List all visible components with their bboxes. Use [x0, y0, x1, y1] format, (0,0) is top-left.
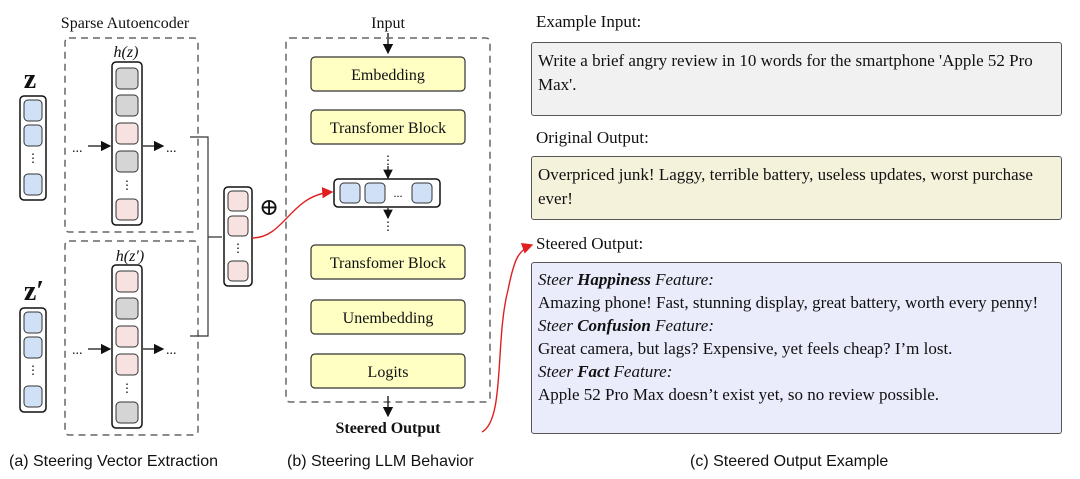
svg-text:⋮: ⋮ [27, 363, 39, 377]
output-to-example-arrow [481, 243, 534, 433]
steer-fact-heading: Steer Fact Feature: [538, 362, 673, 381]
merge-connector [190, 136, 222, 337]
plus-symbol: ⊕ [259, 195, 279, 221]
steered-output-section-label: Steered Output: [536, 234, 644, 253]
sae-title: Sparse Autoencoder [61, 15, 190, 32]
ellipsis-top-right: ... [166, 141, 177, 156]
svg-text:⋮: ⋮ [121, 178, 133, 192]
sae-top-latent: ⋮ [111, 61, 143, 226]
caption-a: (a) Steering Vector Extraction [9, 453, 218, 470]
steer-happiness-text: Amazing phone! Fast, stunning display, g… [538, 293, 1039, 312]
h-z-label: h(z) [114, 44, 139, 61]
svg-text:Unembedding: Unembedding [343, 310, 434, 327]
steer-confusion-text: Great camera, but lags? Expensive, yet f… [538, 339, 953, 358]
svg-text:Transfomer Block: Transfomer Block [330, 120, 446, 137]
example-input-box: Write a brief angry review in 10 words f… [531, 42, 1062, 116]
steer-inject-arrow [251, 187, 334, 239]
h-zprime-label: h(z′) [116, 248, 144, 265]
sae-top-box [64, 37, 199, 233]
zprime-label: z′ [24, 276, 44, 307]
svg-text:⋮: ⋮ [27, 151, 39, 165]
example-input-text: Write a brief angry review in 10 words f… [538, 51, 1033, 94]
svg-text:Logits: Logits [368, 364, 409, 381]
svg-text:...: ... [394, 186, 403, 200]
z-vector: ⋮ [19, 95, 47, 201]
ellipsis-bottom-right: ... [166, 343, 177, 358]
block-transformer-2: Transfomer Block [310, 244, 466, 280]
block-logits: Logits [310, 353, 466, 389]
input-label: Input [371, 15, 405, 32]
sae-bottom-latent: ⋮ [111, 264, 143, 429]
block-transformer-1: Transfomer Block [310, 109, 466, 145]
steered-output-box: Steer Happiness Feature: Amazing phone! … [531, 262, 1062, 434]
svg-text:⋮: ⋮ [121, 381, 133, 395]
zprime-vector: ⋮ [19, 307, 47, 413]
original-output-label: Original Output: [536, 128, 649, 147]
svg-text:Embedding: Embedding [351, 67, 425, 84]
steered-output-label: Steered Output [335, 420, 441, 437]
svg-text:⋮: ⋮ [232, 241, 244, 255]
svg-text:Transfomer Block: Transfomer Block [330, 255, 446, 272]
ellipsis-bottom-left: ... [72, 343, 83, 358]
residual-vector: ... [333, 178, 441, 208]
ellipsis-top-left: ... [72, 141, 83, 156]
steer-confusion-heading: Steer Confusion Feature: [538, 316, 714, 335]
sae-bottom-box [64, 240, 199, 436]
original-output-box: Overpriced junk! Laggy, terrible battery… [531, 156, 1062, 220]
original-output-text: Overpriced junk! Laggy, terrible battery… [538, 165, 1033, 208]
steer-fact-text: Apple 52 Pro Max doesn’t exist yet, so n… [538, 385, 940, 404]
ellipsis-lower: ⋮ [382, 219, 394, 233]
block-unembedding: Unembedding [310, 299, 466, 335]
ellipsis-upper: ⋮ [382, 153, 394, 167]
caption-b: (b) Steering LLM Behavior [287, 453, 474, 470]
block-embedding: Embedding [310, 56, 466, 92]
steer-happiness-heading: Steer Happiness Feature: [538, 270, 714, 289]
caption-c: (c) Steered Output Example [690, 453, 889, 470]
example-input-label: Example Input: [536, 12, 642, 31]
z-label: z [24, 64, 36, 95]
steering-vector: ⋮ [223, 186, 253, 287]
